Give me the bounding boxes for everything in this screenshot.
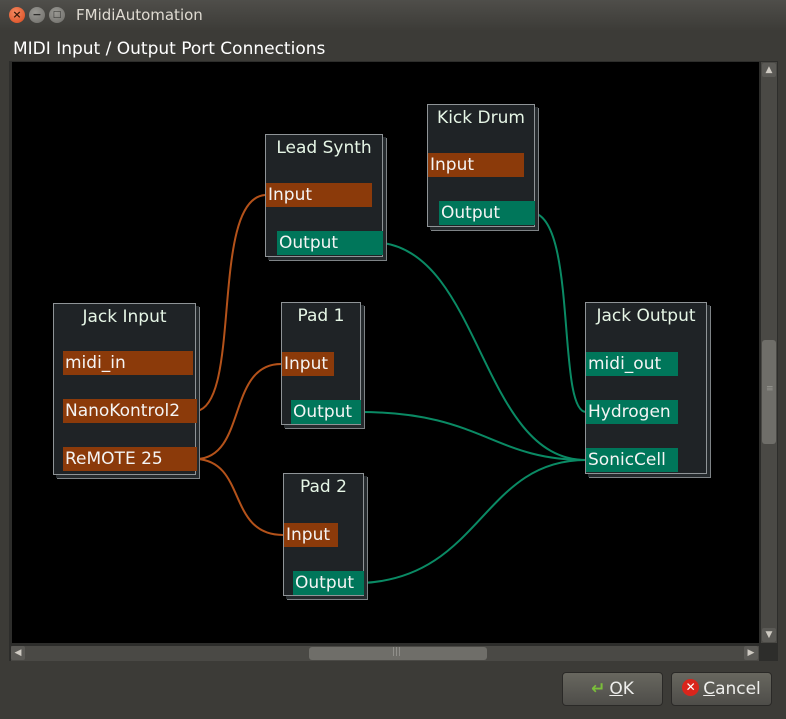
node-title: Jack Output	[596, 306, 696, 326]
port-input[interactable]: Input	[266, 183, 372, 207]
ok-label: K	[622, 679, 634, 699]
node-lead-synth[interactable]: Lead Synth Input Output	[265, 134, 383, 257]
node-title: Kick Drum	[437, 108, 525, 128]
port-output[interactable]: Output	[439, 201, 535, 225]
node-jack-input[interactable]: Jack Input midi_in NanoKontrol2 ReMOTE 2…	[53, 303, 197, 475]
node-title: Jack Input	[82, 307, 167, 327]
node-jack-output[interactable]: Jack Output midi_out Hydrogen SonicCell	[585, 302, 707, 474]
port-input[interactable]: Input	[428, 153, 524, 177]
minimize-window-icon[interactable]: −	[29, 7, 45, 23]
node-kick-drum[interactable]: Kick Drum Input Output	[427, 104, 535, 227]
port-output[interactable]: Output	[277, 231, 383, 255]
grip-icon: ≡	[766, 384, 774, 394]
horizontal-scrollbar[interactable]: ◀ ||| ▶	[11, 646, 759, 661]
wire-lead-synth-to-soniccell[interactable]	[382, 242, 587, 461]
port-nanokontrol2[interactable]: NanoKontrol2	[63, 399, 197, 423]
section-title: MIDI Input / Output Port Connections	[13, 39, 326, 59]
port-hydrogen[interactable]: Hydrogen	[586, 400, 678, 424]
wire-pad2-to-soniccell[interactable]	[362, 459, 587, 584]
wire-nanokontrol2-to-lead-synth	[196, 194, 266, 412]
scroll-right-icon[interactable]: ▶	[744, 646, 758, 660]
ok-arrow-icon: ↵	[591, 679, 606, 699]
ok-mnemonic: O	[609, 679, 623, 699]
connection-wires	[196, 194, 587, 584]
cancel-mnemonic: C	[703, 679, 716, 699]
ok-button[interactable]: ↵OK	[562, 672, 663, 706]
vertical-scrollbar[interactable]: ▲ ≡ ▼	[761, 62, 777, 643]
wire-kick-drum-to-hydrogen[interactable]	[533, 212, 587, 413]
port-midi-out[interactable]: midi_out	[586, 352, 678, 376]
grip-icon: |||	[392, 647, 402, 657]
maximize-window-icon[interactable]: □	[49, 7, 65, 23]
window-title: FMidiAutomation	[76, 6, 203, 24]
wire-remote25-to-pad2	[196, 458, 284, 536]
node-title: Pad 2	[300, 477, 347, 497]
port-input[interactable]: Input	[284, 523, 338, 547]
node-pad-1[interactable]: Pad 1 Input Output	[281, 302, 361, 425]
scroll-left-icon[interactable]: ◀	[11, 646, 25, 660]
node-title: Pad 1	[297, 306, 345, 326]
cancel-icon: ✕	[682, 678, 700, 696]
horizontal-scroll-thumb[interactable]: |||	[309, 647, 487, 660]
scroll-down-icon[interactable]: ▼	[762, 628, 776, 642]
wire-remote25-to-pad1	[196, 363, 282, 460]
connection-canvas[interactable]: Lead Synth Input Output Kick Drum Input …	[12, 62, 759, 643]
node-title: Lead Synth	[276, 138, 372, 158]
port-remote-25[interactable]: ReMOTE 25	[63, 447, 197, 471]
port-input[interactable]: Input	[282, 352, 334, 376]
node-pad-2[interactable]: Pad 2 Input Output	[283, 473, 364, 596]
vertical-scroll-thumb[interactable]: ≡	[762, 340, 776, 444]
title-bar[interactable]: × − □ FMidiAutomation	[0, 0, 786, 31]
cancel-label: ancel	[715, 679, 761, 699]
port-midi-in[interactable]: midi_in	[63, 351, 193, 375]
port-soniccell[interactable]: SonicCell	[586, 448, 678, 472]
cancel-button[interactable]: ✕Cancel	[671, 672, 772, 706]
port-output[interactable]: Output	[291, 400, 361, 424]
wire-pad1-to-soniccell[interactable]	[359, 411, 587, 461]
close-window-icon[interactable]: ×	[9, 7, 25, 23]
scroll-up-icon[interactable]: ▲	[762, 63, 776, 77]
port-output[interactable]: Output	[293, 571, 364, 595]
